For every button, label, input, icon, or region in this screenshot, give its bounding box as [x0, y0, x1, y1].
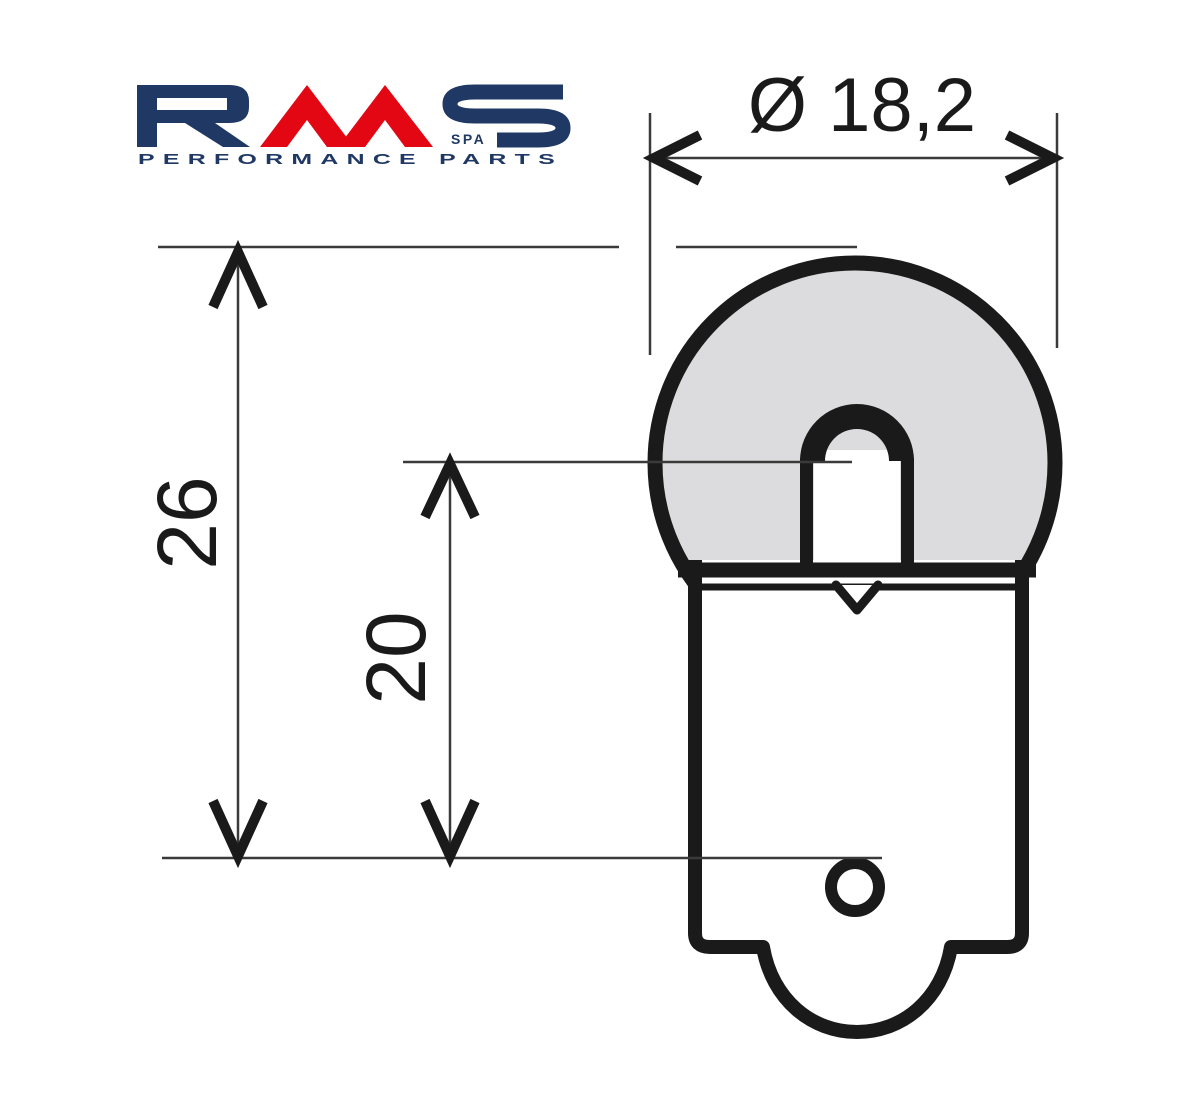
base-length-dimension: 20 — [349, 452, 852, 869]
stem-leg-right — [901, 458, 914, 570]
rms-logo: SPA PERFORMANCE PARTS — [137, 84, 571, 168]
arrow-right-icon — [1004, 130, 1065, 186]
stem-leg-left — [800, 458, 813, 570]
base-length-label: 20 — [349, 611, 443, 704]
dimensions: Ø 18,2 26 20 — [140, 63, 1065, 869]
arrow-up-icon — [208, 239, 268, 310]
filament-stem — [814, 450, 900, 566]
filament-arch-icon — [800, 404, 914, 461]
arrow-left-icon — [642, 130, 703, 186]
arrow-up-icon — [420, 452, 480, 520]
arrow-down-icon — [420, 798, 480, 869]
bulb — [647, 255, 1063, 1039]
overall-length-label: 26 — [140, 476, 234, 569]
logo-spa-label: SPA — [451, 131, 486, 147]
overall-length-dimension: 26 — [140, 239, 882, 869]
logo-letter-m-icon — [260, 85, 433, 147]
logo-letter-r-icon — [137, 85, 250, 147]
bayonet-pin — [825, 857, 885, 917]
logo-letter-s-icon — [442, 84, 571, 148]
diameter-dimension-label: Ø 18,2 — [748, 63, 976, 148]
bulb-base — [688, 560, 1029, 1039]
diameter-dimension: Ø 18,2 — [642, 63, 1065, 355]
glass-seal-notch — [831, 580, 883, 615]
logo-letter-m-notches — [287, 120, 405, 147]
logo-tagline: PERFORMANCE PARTS — [138, 151, 563, 168]
arrow-down-icon — [208, 798, 268, 869]
